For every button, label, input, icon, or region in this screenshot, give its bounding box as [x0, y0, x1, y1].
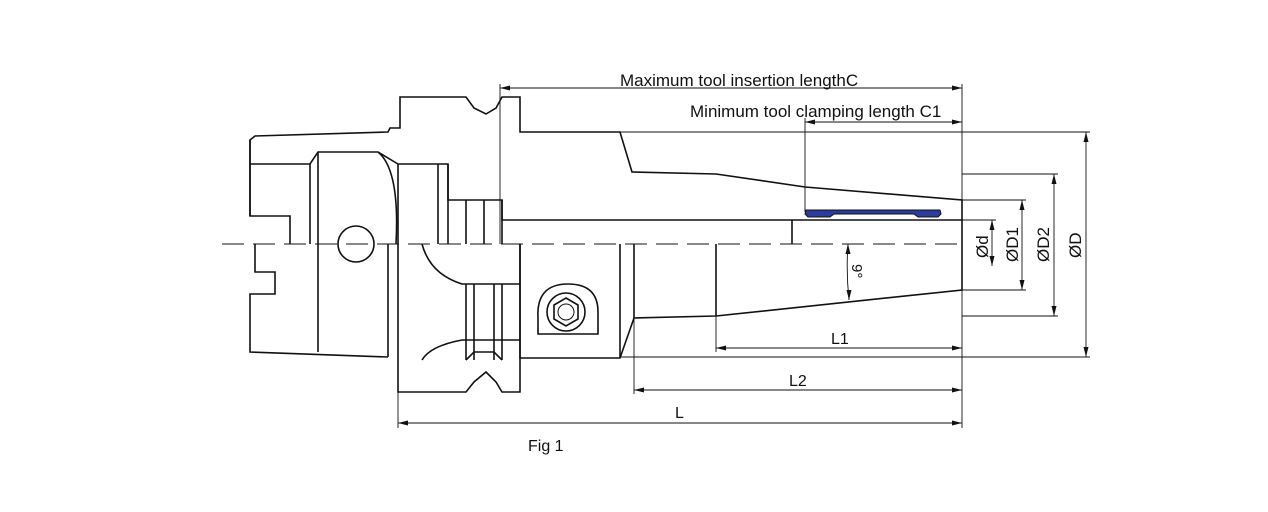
L1-dimension: L1 [715, 316, 962, 352]
min-clamping-dimension: Minimum tool clamping length C1 [690, 102, 962, 212]
section-shading [249, 96, 963, 221]
angle-label: 9° [848, 264, 865, 278]
D1-label: ØD1 [1003, 227, 1022, 262]
L1-label: L1 [831, 331, 849, 348]
coolant-bore [337, 225, 375, 263]
L-label: L [675, 405, 684, 422]
diameter-dimensions: Ød ØD1 ØD2 ØD [620, 131, 1090, 358]
figure-caption: Fig 1 [528, 438, 564, 455]
D-label: ØD [1066, 233, 1085, 259]
angle-dimension: 9° [845, 243, 865, 301]
body-outline [519, 220, 963, 359]
max-insertion-dimension: Maximum tool insertion lengthC [499, 71, 962, 244]
d-label: Ød [973, 235, 992, 258]
max-insertion-label: Maximum tool insertion lengthC [620, 71, 858, 90]
L2-label: L2 [789, 373, 807, 390]
L2-dimension: L2 [633, 318, 962, 394]
flange-outline [397, 164, 521, 393]
set-screw [537, 283, 599, 335]
D2-label: ØD2 [1034, 227, 1053, 262]
L-dimension: L [397, 392, 962, 428]
clamp-band [804, 209, 942, 218]
shank-outline [249, 140, 398, 358]
min-clamping-label: Minimum tool clamping length C1 [690, 102, 941, 121]
